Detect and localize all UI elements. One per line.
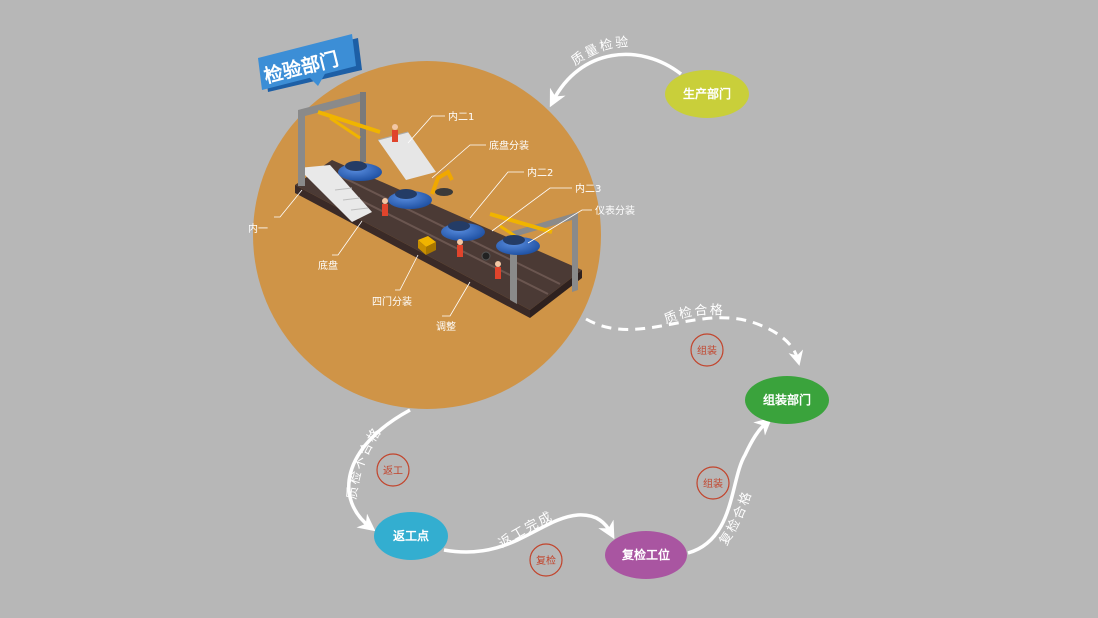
- node-rework-point-label: 返工点: [393, 528, 429, 543]
- callout-tiaozheng: 调整: [436, 320, 456, 333]
- callout-nei-er-3: 内二3: [575, 182, 601, 195]
- gantry-frame-left: [298, 92, 366, 186]
- flow-label-quality-check: 质量检验: [569, 34, 631, 69]
- callout-nei-yi: 内一: [248, 222, 268, 235]
- car: [496, 235, 540, 255]
- arrow-quality-check: [549, 52, 683, 108]
- stamp-assemble-1: 组装: [690, 333, 724, 367]
- car: [388, 189, 432, 209]
- stamp-recheck-text: 复检: [536, 554, 556, 567]
- stamp-assemble-1-text: 组装: [697, 344, 717, 357]
- callout-simen-fenzhuang: 四门分装: [372, 295, 412, 308]
- stamp-assemble-2-text: 组装: [703, 477, 723, 490]
- leader-tiaozheng: [442, 281, 471, 317]
- hoist-beam: [329, 116, 361, 140]
- node-assembly: 组装部门: [745, 376, 829, 424]
- leader-simen-fenzhuang: [395, 254, 419, 291]
- flow-label-recheck-pass: 复检合格: [717, 488, 756, 548]
- leader-nei-yi: [274, 189, 303, 218]
- callout-nei-er-1: 内二1: [448, 110, 474, 123]
- parts-box-side: [418, 240, 426, 255]
- stamp-assemble-2: 组装: [696, 466, 730, 500]
- callout-yibiao-fenzhuang: 仪表分装: [595, 204, 635, 217]
- stair-step: [350, 207, 369, 211]
- stair-step: [334, 187, 353, 191]
- flow-label-check-pass: 质检合格: [662, 302, 725, 328]
- assembly-line-illustration: [295, 92, 582, 318]
- arrow-recheck-pass: [687, 417, 773, 555]
- leader-dipan-fenzhuang: [431, 144, 486, 179]
- node-recheck-station-label: 复检工位: [621, 547, 670, 562]
- badge-pointer: [308, 72, 326, 86]
- gantry-frame-right: [510, 212, 578, 304]
- worker: [382, 198, 388, 216]
- node-rework-point: 返工点: [374, 512, 448, 560]
- stamp-recheck: 复检: [529, 543, 563, 577]
- platform-end: [530, 270, 582, 318]
- car: [338, 161, 382, 181]
- leader-nei-er-3: [491, 187, 572, 232]
- callout-nei-er-2: 内二2: [527, 166, 553, 179]
- callout-leaders: [274, 115, 592, 317]
- stair-step: [342, 197, 361, 201]
- hoist-beam: [489, 212, 553, 234]
- staircase: [298, 165, 372, 222]
- robot-arm: [430, 169, 454, 195]
- node-assembly-label: 组装部门: [763, 392, 811, 407]
- arrow-check-fail: [347, 408, 411, 532]
- conveyor-rail: [323, 167, 561, 285]
- car: [441, 221, 485, 241]
- flow-label-rework-done: 返工完成: [496, 509, 556, 551]
- node-production: 生产部门: [665, 70, 749, 118]
- arrow-rework-done: [443, 513, 615, 554]
- worker: [392, 124, 398, 142]
- leader-nei-er-2: [469, 171, 524, 219]
- badge-face: [258, 34, 356, 90]
- hoist-beam: [317, 110, 381, 134]
- parts-box-side: [426, 242, 436, 255]
- callout-dipan-fenzhuang: 底盘分装: [489, 139, 529, 152]
- stamp-rework: 返工: [376, 453, 410, 487]
- leader-dipan: [332, 220, 363, 256]
- node-production-label: 生产部门: [683, 86, 731, 101]
- leader-yibiao-fenzhuang: [527, 209, 592, 244]
- stamp-rework-text: 返工: [383, 465, 403, 477]
- tire: [481, 251, 491, 261]
- node-recheck-station: 复检工位: [605, 531, 687, 579]
- callout-dipan: 底盘: [318, 259, 338, 272]
- worker: [495, 261, 501, 279]
- leader-nei-er-1: [407, 115, 445, 144]
- worker: [457, 239, 463, 257]
- upper-platform: [378, 132, 436, 180]
- arrow-check-pass: [585, 316, 804, 366]
- robot-base: [435, 188, 453, 196]
